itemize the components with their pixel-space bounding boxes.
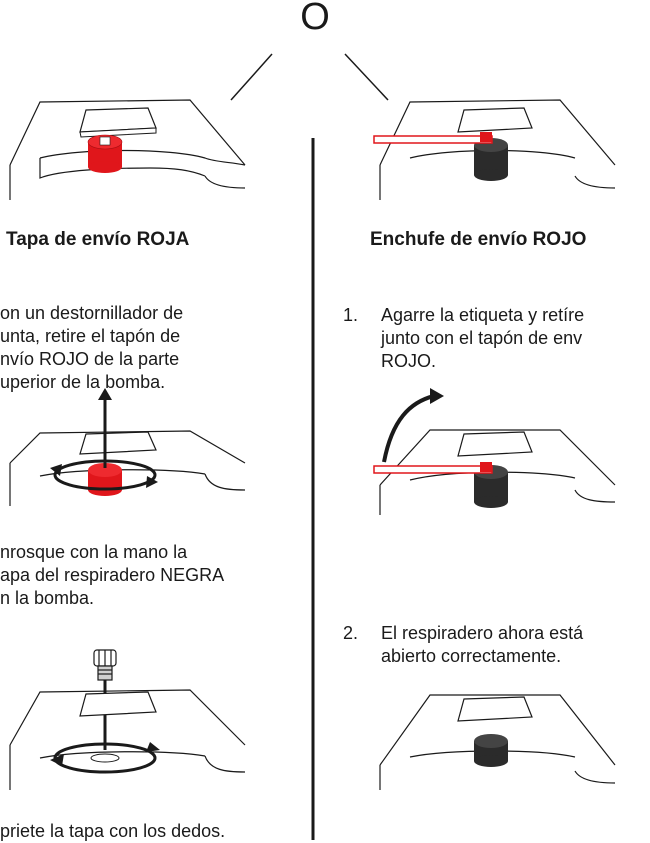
curved-arrow-icon (382, 394, 435, 463)
pump-red-cap-figure (9, 99, 246, 200)
pump-red-plug-figure (373, 99, 616, 200)
red-cap-icon (87, 134, 123, 173)
left-heading: Tapa de envío ROJA (6, 229, 190, 250)
vent-cap-icon (93, 649, 117, 681)
left-step1-text: on un destornillador de unta, retire el … (0, 303, 184, 392)
red-tag-icon (373, 132, 493, 144)
right-heading: Enchufe de envío ROJO (370, 229, 587, 250)
right-step2: 2. El respiradero ahora está abierto cor… (343, 623, 584, 666)
right-step1: 1. Agarre la etiqueta y retíre junto con… (343, 305, 585, 371)
install-vent-cap-figure (9, 649, 246, 790)
pull-tag-figure (373, 388, 616, 515)
red-tag-icon (373, 462, 493, 474)
remove-red-cap-figure (9, 388, 246, 506)
black-cap-icon (474, 734, 508, 767)
black-cap-icon (474, 138, 508, 181)
vent-open-figure (379, 694, 616, 790)
left-step3-text: priete la tapa con los dedos. (0, 821, 226, 841)
left-step2-text: nrosque con la mano la apa del respirade… (0, 542, 225, 608)
or-label: O (300, 0, 330, 38)
